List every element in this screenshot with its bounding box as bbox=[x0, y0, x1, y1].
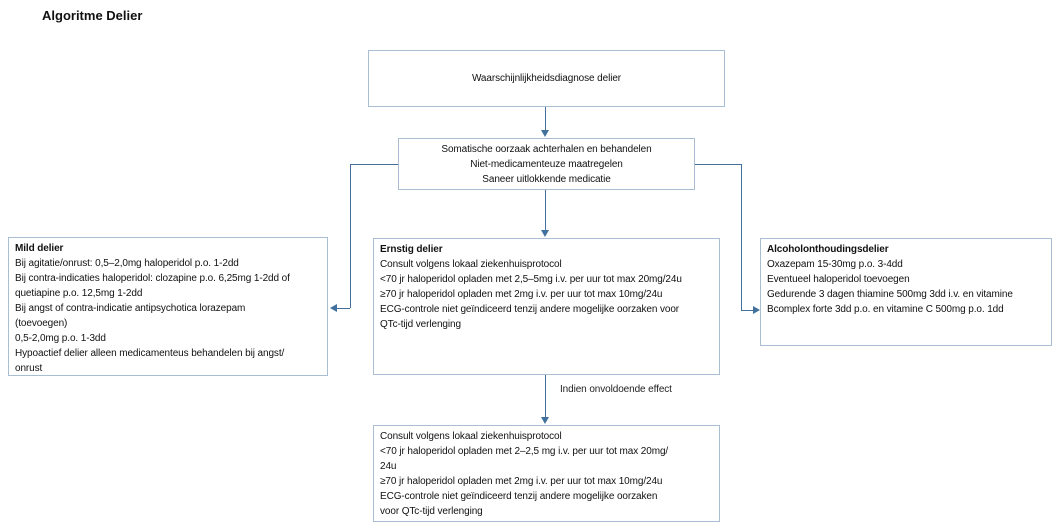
box-line: Saneer uitlokkende medicatie bbox=[482, 173, 611, 185]
connector-diagnosis-to-measures bbox=[545, 107, 546, 131]
arrowhead-down-icon bbox=[541, 130, 549, 137]
box-line: Consult volgens lokaal ziekenhuisprotoco… bbox=[380, 259, 562, 270]
connector-measures-to-ernstig bbox=[545, 190, 546, 231]
arrowhead-right-icon bbox=[753, 306, 760, 314]
ernstig-delier-box: Ernstig delier Consult volgens lokaal zi… bbox=[373, 238, 720, 375]
box-line: 0,5-2,0mg p.o. 1-3dd bbox=[15, 333, 106, 344]
arrowhead-left-icon bbox=[330, 304, 337, 312]
mild-delier-title: Mild delier bbox=[15, 243, 64, 254]
box-line: Bcomplex forte 3dd p.o. en vitamine C 50… bbox=[767, 304, 1004, 315]
page-title: Algoritme Delier bbox=[42, 8, 143, 23]
box-line: Somatische oorzaak achterhalen en behand… bbox=[441, 143, 652, 155]
box-line: <70 jr haloperidol opladen met 2,5–5mg i… bbox=[380, 274, 682, 285]
box-line: Gedurende 3 dagen thiamine 500mg 3dd i.v… bbox=[767, 289, 1013, 300]
diagnosis-box-text: Waarschijnlijkheidsdiagnose delier bbox=[471, 73, 622, 84]
box-line: Consult volgens lokaal ziekenhuisprotoco… bbox=[380, 431, 562, 442]
measures-box: Somatische oorzaak achterhalen en behand… bbox=[398, 138, 695, 190]
box-line: ECG-controle niet geïndiceerd tenzij and… bbox=[380, 304, 680, 315]
connector-measures-to-alcohol-h2 bbox=[741, 310, 753, 311]
insufficient-effect-label: Indien onvoldoende effect bbox=[560, 384, 672, 395]
connector-measures-to-mild-h1 bbox=[350, 164, 398, 165]
box-line: 24u bbox=[380, 461, 397, 472]
escalation-box: Consult volgens lokaal ziekenhuisprotoco… bbox=[373, 425, 720, 522]
box-line: (toevoegen) bbox=[15, 318, 68, 329]
box-line: ≥70 jr haloperidol opladen met 2mg i.v. … bbox=[380, 289, 663, 300]
box-line: ECG-controle niet geïndiceerd tenzij and… bbox=[380, 491, 658, 502]
box-line: Bij angst of contra-indicatie antipsycho… bbox=[15, 303, 246, 314]
box-line: Eventueel haloperidol toevoegen bbox=[767, 274, 910, 285]
ernstig-delier-title: Ernstig delier bbox=[380, 244, 443, 255]
alcohol-delier-title: Alcoholonthoudingsdelier bbox=[767, 244, 889, 255]
box-line: Hypoactief delier alleen medicamenteus b… bbox=[15, 348, 285, 359]
connector-measures-to-alcohol-h1 bbox=[695, 164, 741, 165]
box-line: Bij agitatie/onrust: 0,5–2,0mg haloperid… bbox=[15, 258, 239, 269]
connector-measures-to-mild-v bbox=[350, 164, 351, 308]
alcohol-delier-box: Alcoholonthoudingsdelier Oxazepam 15-30m… bbox=[760, 238, 1052, 346]
box-line: quetiapine p.o. 12,5mg 1-2dd bbox=[15, 288, 143, 299]
mild-delier-box: Mild delier Bij agitatie/onrust: 0,5–2,0… bbox=[8, 237, 328, 376]
box-line: Oxazepam 15-30mg p.o. 3-4dd bbox=[767, 259, 903, 270]
box-line: ≥70 jr haloperidol opladen met 2mg i.v. … bbox=[380, 476, 663, 487]
arrowhead-down-icon bbox=[541, 417, 549, 424]
box-line: <70 jr haloperidol opladen met 2–2,5 mg … bbox=[380, 446, 669, 457]
connector-measures-to-alcohol-v bbox=[741, 164, 742, 310]
box-line: Niet-medicamenteuze maatregelen bbox=[470, 158, 623, 170]
connector-ernstig-to-escalation bbox=[545, 375, 546, 418]
box-line: onrust bbox=[15, 363, 43, 374]
diagnosis-box: Waarschijnlijkheidsdiagnose delier bbox=[368, 50, 725, 107]
box-line: voor QTc-tijd verlenging bbox=[380, 506, 483, 517]
arrowhead-down-icon bbox=[541, 230, 549, 237]
connector-measures-to-mild-h2 bbox=[337, 308, 350, 309]
box-line: Bij contra-indicaties haloperidol: cloza… bbox=[15, 273, 290, 284]
box-line: QTc-tijd verlenging bbox=[380, 319, 461, 330]
